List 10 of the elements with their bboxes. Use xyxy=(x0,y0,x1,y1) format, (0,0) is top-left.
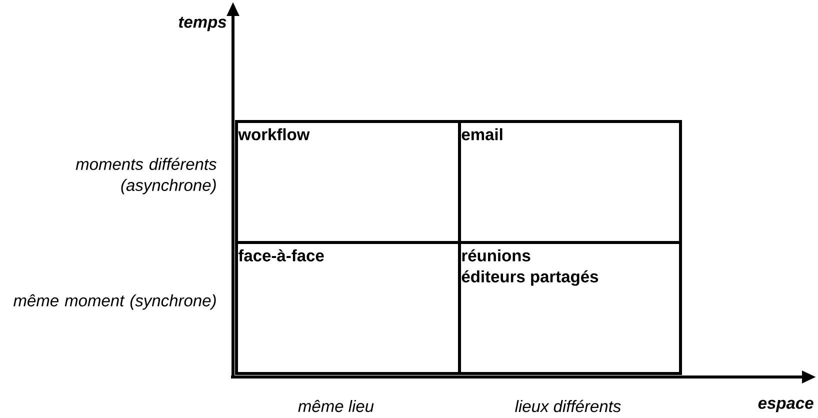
grid-cell: workflow xyxy=(235,120,461,244)
axis-label: temps xyxy=(178,16,226,32)
column-label: lieux différents xyxy=(515,400,621,412)
row-label: même moment (synchrone) xyxy=(14,294,216,310)
column-label: même lieu xyxy=(298,400,374,412)
grid-cell: réunions éditeurs partagés xyxy=(458,241,682,375)
axis-label: espace xyxy=(758,400,814,412)
grid-cell: email xyxy=(458,120,682,244)
grid-cell: face-à-face xyxy=(235,241,461,375)
row-label: moments différents (asynchrone) xyxy=(76,158,216,194)
